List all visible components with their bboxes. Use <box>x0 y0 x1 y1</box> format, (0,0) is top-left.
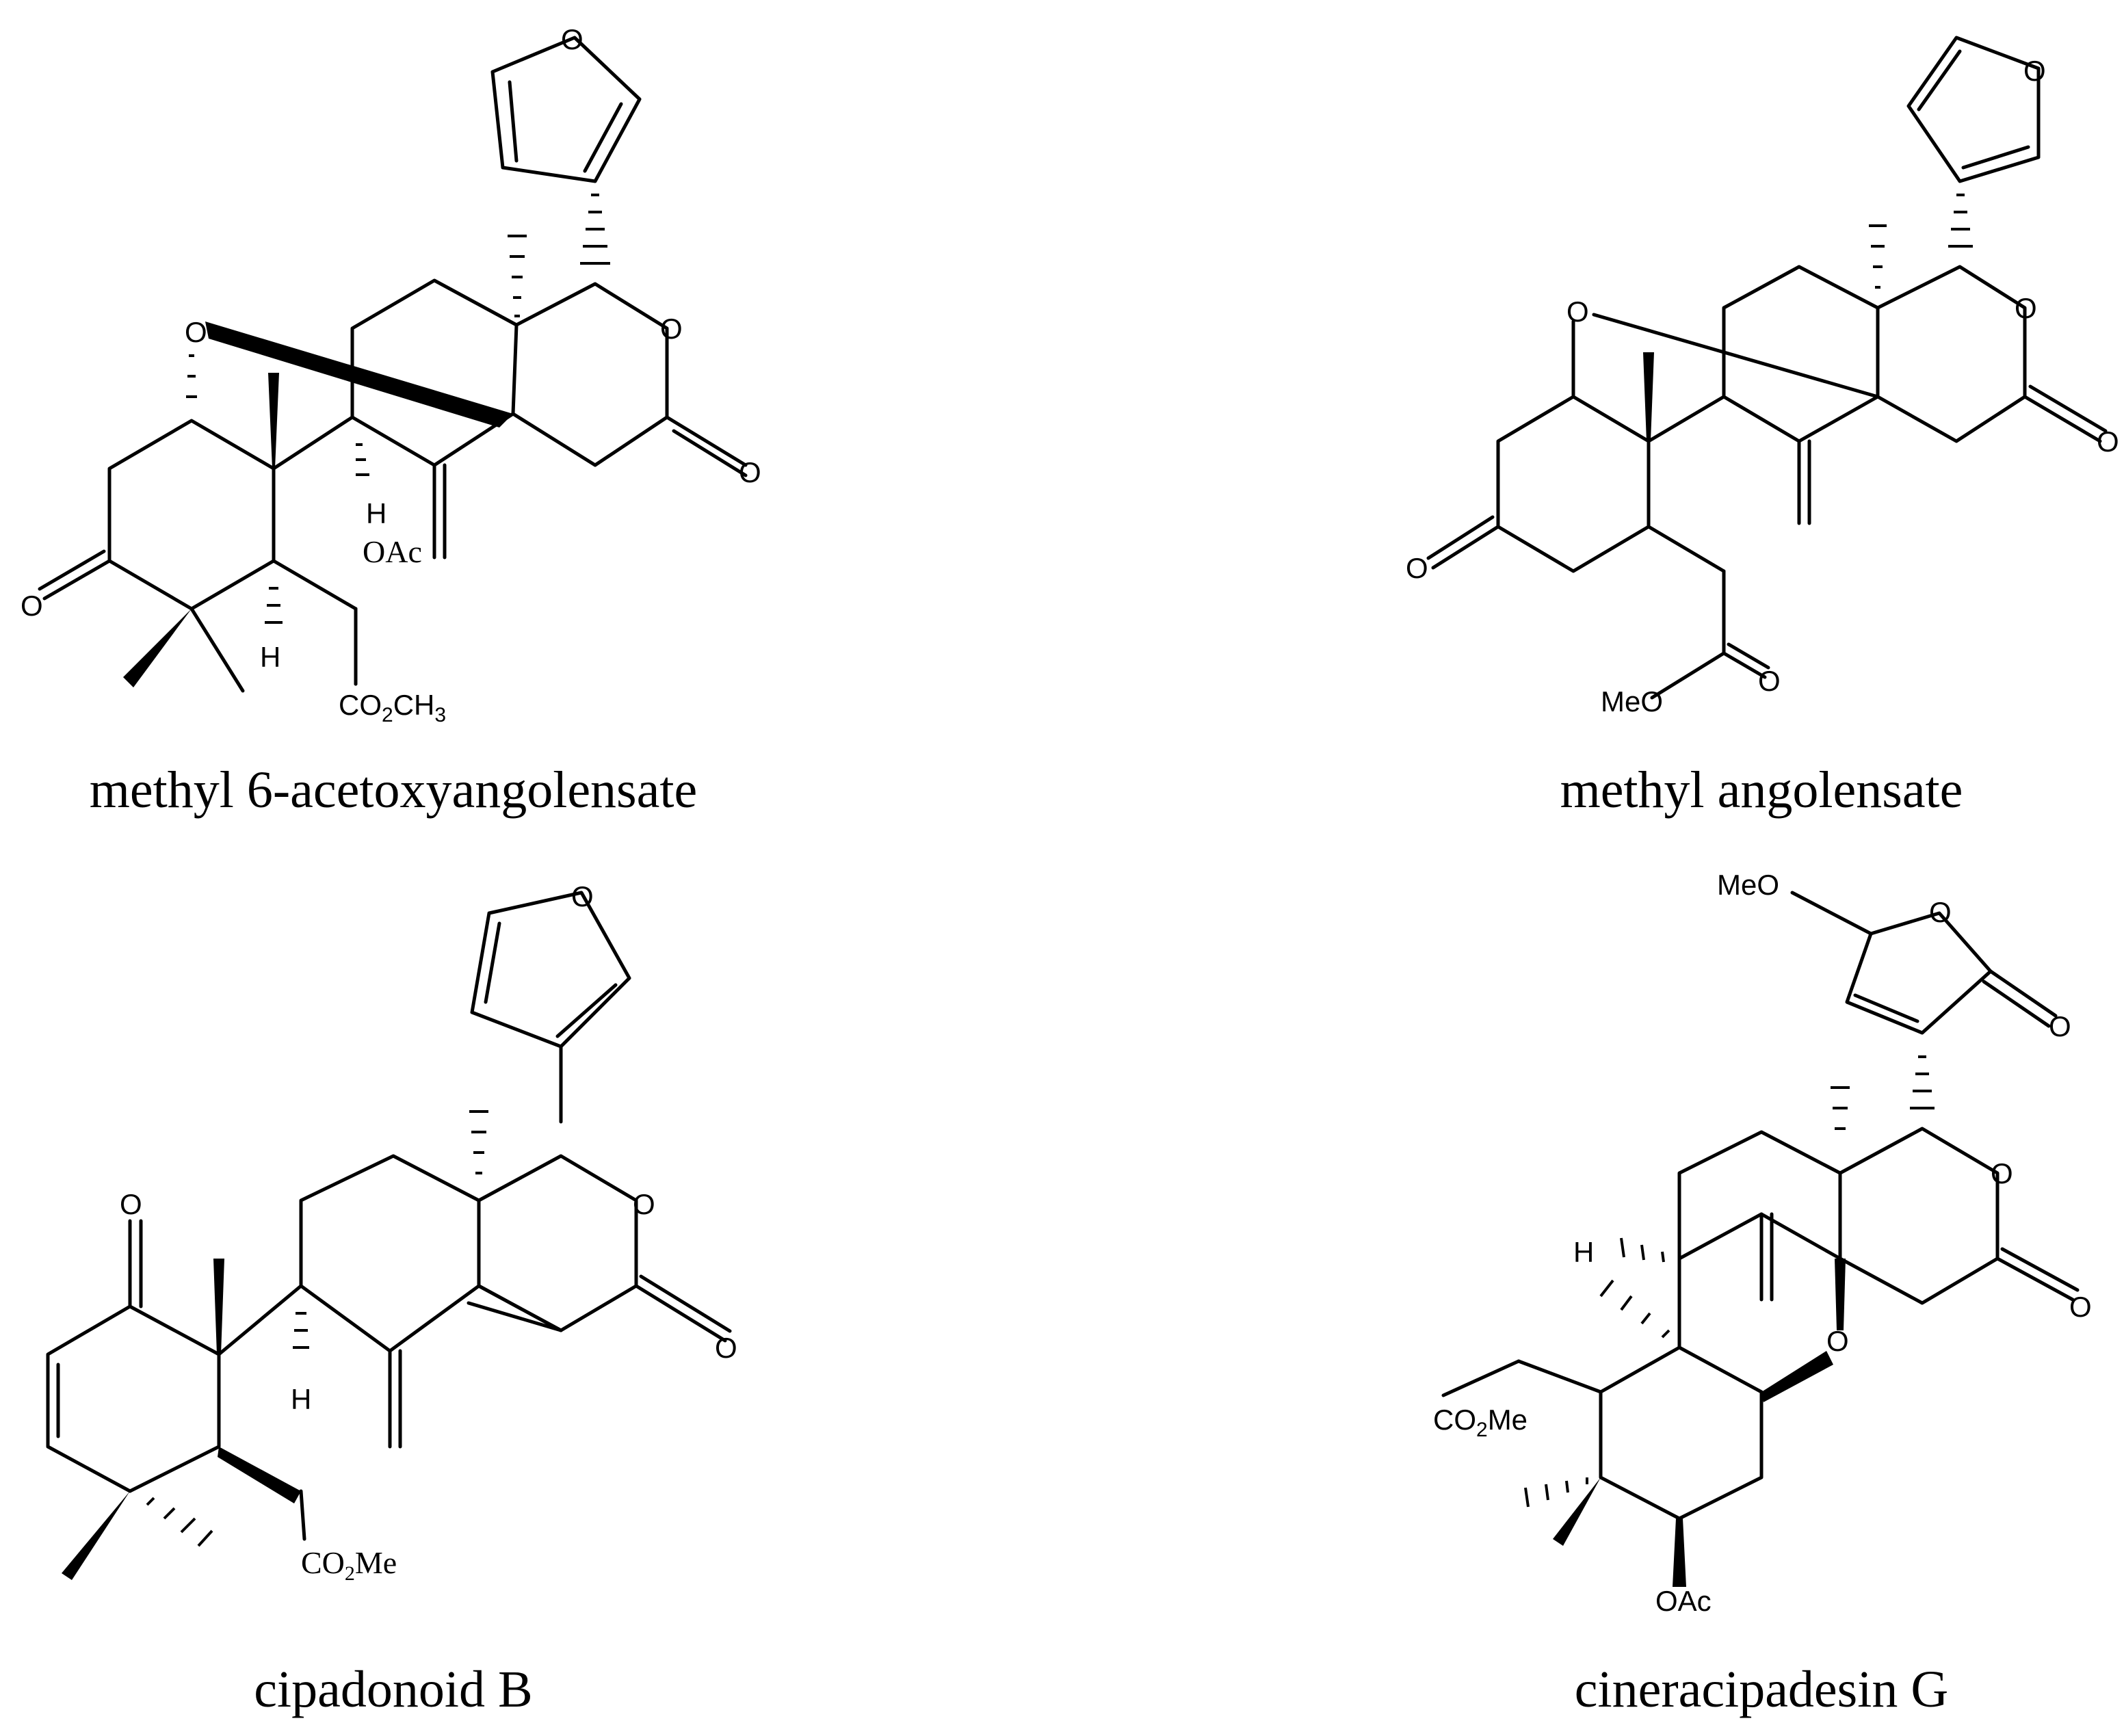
atom-label: H <box>1573 1236 1594 1268</box>
atom-label: MeO <box>1717 869 1779 901</box>
atom-label: O <box>2023 55 2046 87</box>
compound-1-structure: O O O O H H OAc CO2CH3 O <box>21 23 761 726</box>
compound-4-name: cineracipadesin G <box>1575 1661 1949 1718</box>
atom-label: OAc <box>1655 1585 1712 1617</box>
compound-2-structure: O O O O O MeO O <box>1406 36 2119 718</box>
compound-3-name: cipadonoid B <box>254 1661 532 1718</box>
atom-label: O <box>1826 1325 1849 1357</box>
compound-3-structure: O O O O H CO2Me <box>46 880 737 1585</box>
atom-label: H <box>366 497 386 529</box>
atom-label: O <box>185 316 207 348</box>
atom-label: O <box>2069 1291 2092 1323</box>
atom-label: O <box>1406 552 1428 584</box>
atom-label: CO2CH3 <box>339 689 446 726</box>
atom-label: O <box>739 456 761 488</box>
atom-label: CO2Me <box>1433 1404 1528 1441</box>
atom-label: O <box>1929 896 1952 928</box>
atom-label: CO2Me <box>301 1545 397 1585</box>
atom-label: H <box>291 1383 311 1415</box>
atom-label: MeO <box>1601 685 1663 718</box>
atom-label: O <box>2097 425 2119 458</box>
atom-label: O <box>1991 1157 2013 1189</box>
atom-label: O <box>561 23 584 55</box>
atom-label: O <box>633 1188 655 1220</box>
atom-label: OAc <box>363 534 422 569</box>
hash-bond <box>580 194 610 265</box>
atom-label: O <box>1758 665 1781 697</box>
atom-label: O <box>715 1332 737 1364</box>
atom-label: O <box>21 590 43 622</box>
atom-label: O <box>2049 1010 2071 1042</box>
atom-label: O <box>571 880 594 912</box>
compound-4-structure: MeO O O O O H CO2Me OAc O <box>1433 869 2092 1617</box>
atom-label: O <box>2015 292 2037 324</box>
atom-label: H <box>260 641 280 673</box>
compound-1-name: methyl 6-acetoxyangolensate <box>90 761 697 819</box>
compound-2-name: methyl angolensate <box>1560 761 1963 819</box>
atom-label: O <box>1566 295 1589 328</box>
atom-label: O <box>660 313 683 345</box>
atom-label: O <box>120 1188 142 1220</box>
